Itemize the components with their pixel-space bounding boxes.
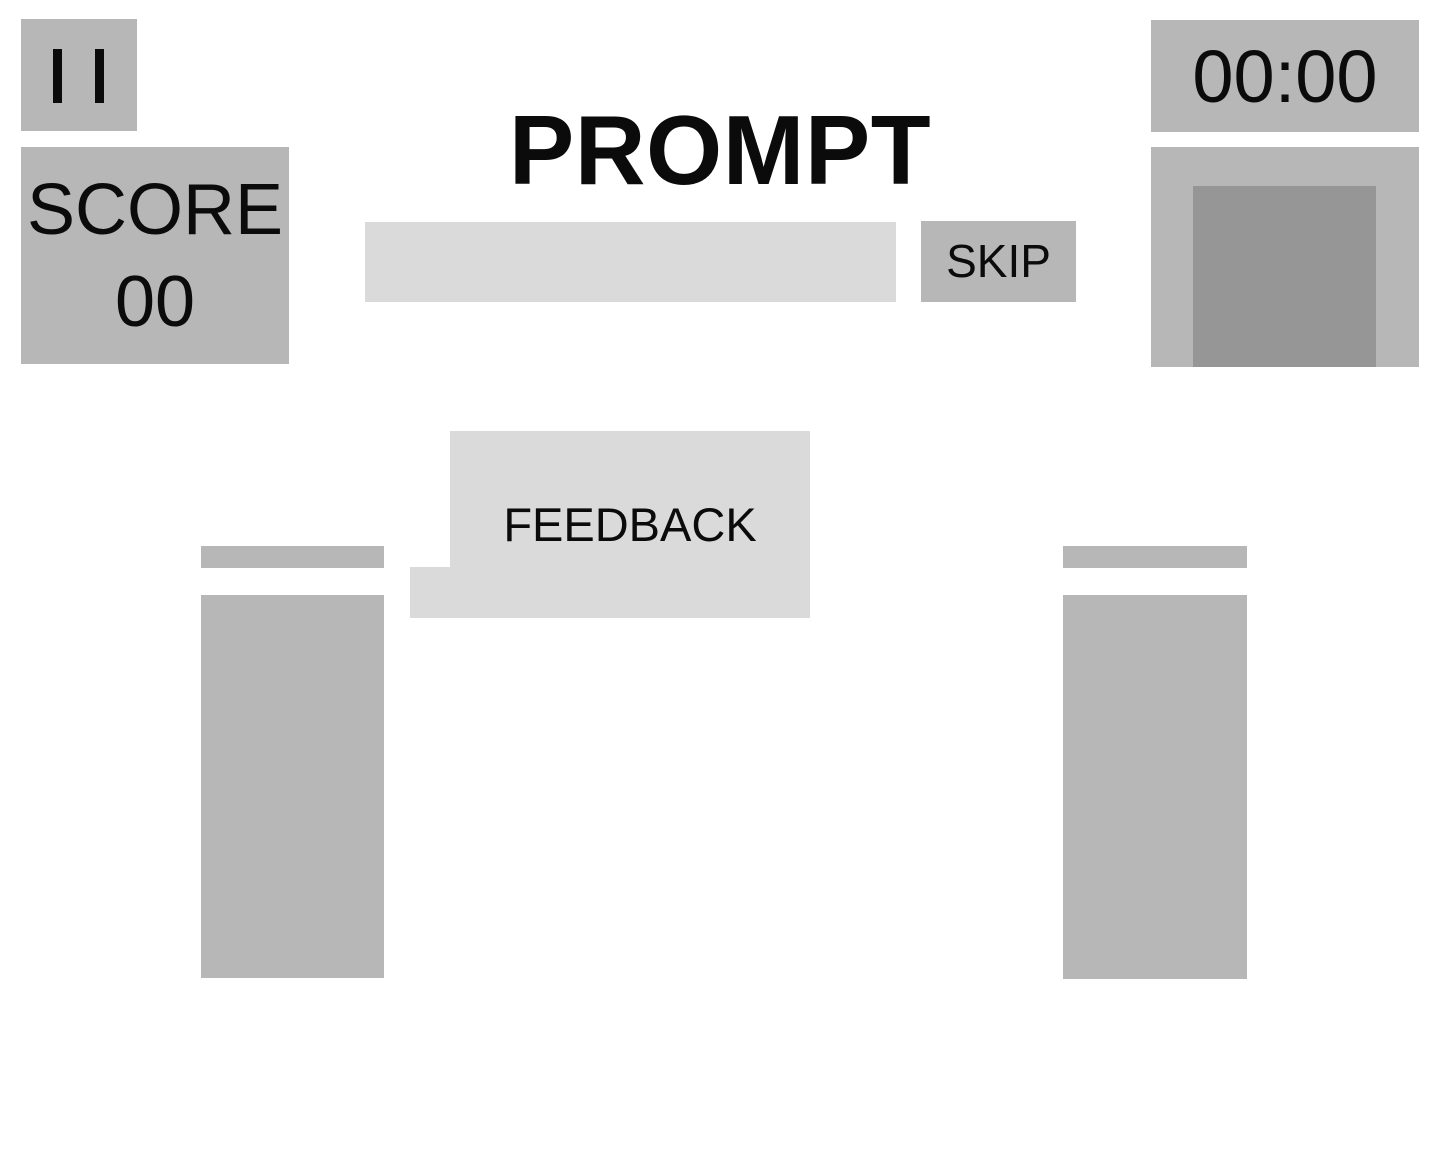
score-label: SCORE [26,169,284,250]
prompt-title: PROMPT [508,95,932,205]
skip-button[interactable]: SKIP [921,221,1076,302]
feedback-bubble: FEEDBACK [450,431,810,618]
prompt-text-placeholder [365,222,896,302]
image-placeholder [1193,186,1376,367]
pause-icon-bar [53,49,62,103]
score-panel: SCORE 00 [21,147,289,364]
left-pillar [201,595,384,978]
left-pillar-top-bar [201,546,384,568]
feedback-bubble-notch [410,567,450,618]
right-pillar-top-bar [1063,546,1247,568]
timer-display: 00:00 [1151,20,1419,132]
pause-button[interactable] [21,19,137,131]
image-preview-panel [1151,147,1419,367]
feedback-label: FEEDBACK [503,498,757,551]
pause-icon-bar [95,49,104,103]
pause-icon [21,19,137,131]
score-value: 00 [114,261,196,342]
right-pillar [1063,595,1247,979]
